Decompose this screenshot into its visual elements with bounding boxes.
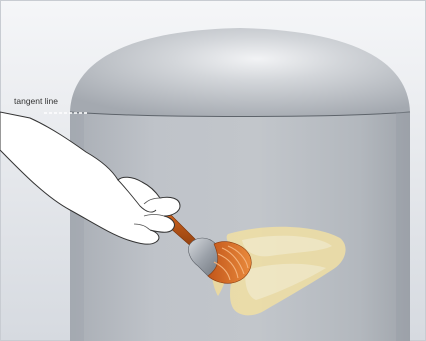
tangent-line-label: tangent line <box>14 96 58 106</box>
tank-right-shade <box>396 112 410 341</box>
